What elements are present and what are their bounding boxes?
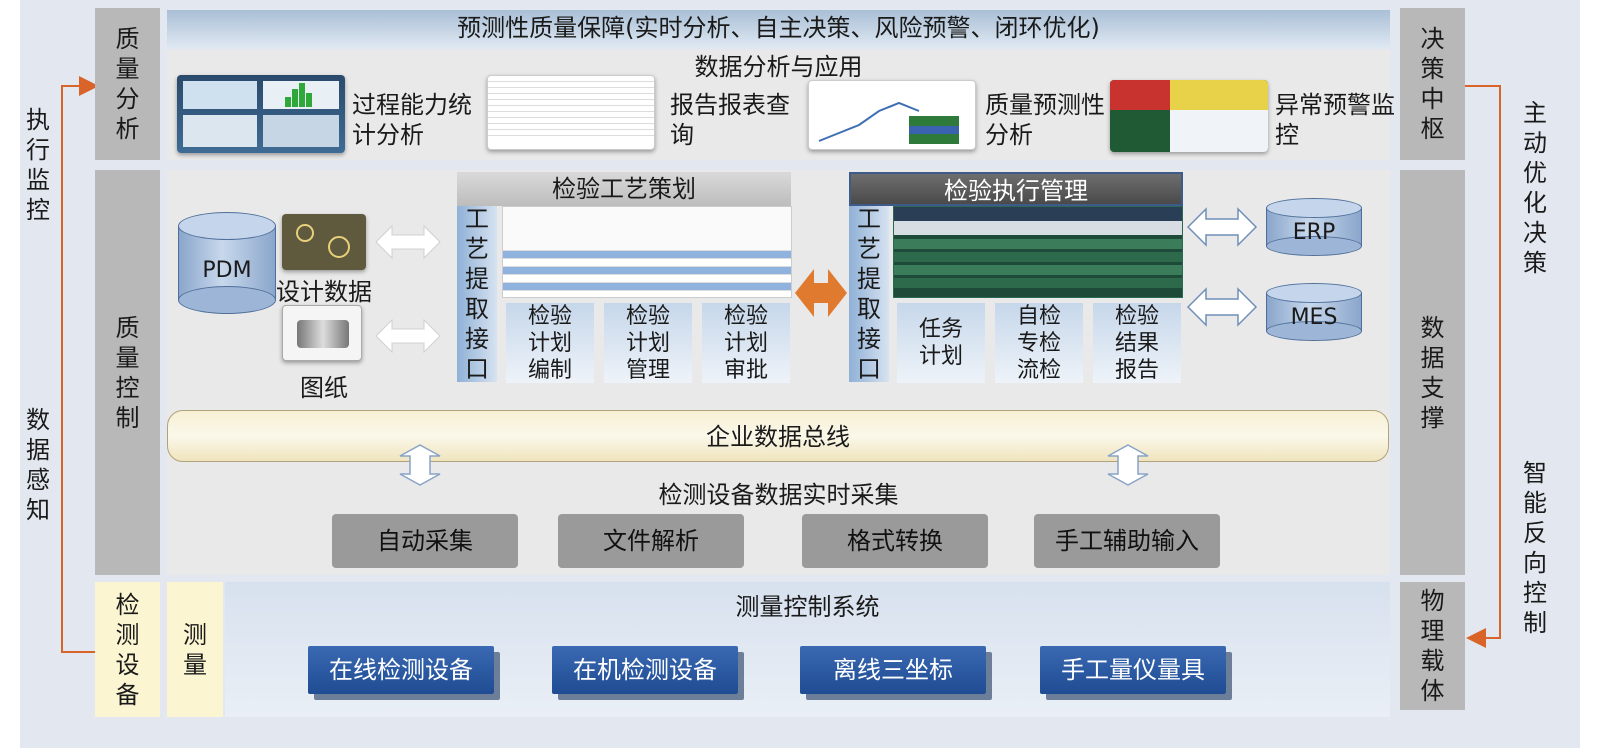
label-quality-predict: 质量预测性分析 — [985, 91, 1105, 149]
col-quality-control: 质量控制 — [95, 170, 160, 575]
predict-mini-chart — [818, 101, 959, 144]
thumb-process-capability — [177, 75, 345, 153]
col-decision-hub-text: 决策中枢 — [1420, 25, 1445, 143]
arrow-exec-mes — [1186, 287, 1258, 327]
planning-title: 检验工艺策划 — [457, 172, 791, 206]
device-manual-gauges: 手工量仪量具 — [1040, 646, 1226, 694]
col-data-support: 数据支撑 — [1400, 170, 1465, 575]
col-measure: 测量 — [167, 582, 223, 717]
task-plan-compile-text: 检验计划编制 — [527, 303, 572, 383]
erp-label: ERP — [1292, 220, 1336, 245]
task-self-inspect-text: 自检专检流检 — [1016, 303, 1061, 383]
label-anomaly-warning: 异常预警监控 — [1275, 91, 1395, 149]
col-measure-text: 测量 — [182, 620, 207, 679]
device-offline-cmm: 离线三坐标 — [800, 646, 986, 694]
thumb-quality-predict — [808, 80, 976, 150]
execution-title: 检验执行管理 — [849, 172, 1183, 206]
col-physical-carrier: 物理载体 — [1400, 582, 1465, 710]
label-active-optimize-text: 主动优化决策 — [1522, 98, 1547, 277]
mes-label: MES — [1290, 305, 1338, 330]
planning-interface-text: 工艺提取接口 — [464, 205, 489, 383]
label-reverse-control-text: 智能反向控制 — [1522, 458, 1547, 637]
thumb-report-query — [487, 75, 655, 150]
task-schedule: 任务计划 — [897, 303, 985, 383]
task-result-report-text: 检验结果报告 — [1114, 303, 1159, 383]
label-exec-monitor-text: 执行监控 — [25, 106, 50, 224]
task-plan-approve: 检验计划审批 — [702, 303, 790, 383]
top-title: 预测性质量保障(实时分析、自主决策、风险预警、闭环优化) — [167, 10, 1390, 48]
pdm-label: PDM — [202, 258, 252, 283]
arrow-design-to-plan — [375, 224, 441, 260]
col-quality-analysis-text: 质量分析 — [115, 25, 140, 143]
label-report-query: 报告报表查询 — [670, 91, 790, 149]
task-plan-compile: 检验计划编制 — [506, 303, 594, 383]
left-loop-line — [61, 76, 99, 653]
label-data-sense: 数据感知 — [18, 400, 58, 530]
col-data-support-text: 数据支撑 — [1420, 313, 1445, 432]
pdm-database: PDM — [178, 212, 276, 314]
acquire-auto: 自动采集 — [332, 514, 518, 568]
task-plan-approve-text: 检验计划审批 — [723, 303, 768, 383]
execution-interface: 工艺提取接口 — [849, 205, 889, 383]
acquisition-title: 检测设备数据实时采集 — [658, 481, 899, 509]
mes-database: MES — [1266, 283, 1362, 343]
task-schedule-text: 任务计划 — [918, 317, 963, 369]
label-data-sense-text: 数据感知 — [25, 406, 50, 524]
arrow-plan-exec — [795, 269, 847, 317]
label-reverse-control: 智能反向控制 — [1515, 455, 1555, 640]
enterprise-data-bus: 企业数据总线 — [167, 410, 1389, 462]
thumb-drawing — [282, 305, 362, 361]
thumb-anomaly-warning — [1110, 80, 1268, 152]
label-process-capability: 过程能力统计分析 — [352, 91, 472, 149]
acquire-format-convert: 格式转换 — [802, 514, 988, 568]
task-plan-manage: 检验计划管理 — [604, 303, 692, 383]
acquire-file-parse: 文件解析 — [558, 514, 744, 568]
thumb-design-data — [282, 214, 366, 270]
label-active-optimize: 主动优化决策 — [1515, 95, 1555, 280]
col-inspection-equipment-text: 检测设备 — [115, 590, 140, 709]
measure-title: 测量控制系统 — [735, 593, 880, 621]
task-result-report: 检验结果报告 — [1093, 303, 1181, 383]
execution-interface-text: 工艺提取接口 — [856, 205, 881, 383]
execution-screenshot — [893, 206, 1183, 298]
col-quality-control-text: 质量控制 — [115, 313, 140, 432]
arrow-bus-acquire-right — [1107, 444, 1149, 486]
arrow-drawing-to-plan — [375, 318, 441, 354]
task-plan-manage-text: 检验计划管理 — [625, 303, 670, 383]
erp-database: ERP — [1266, 198, 1362, 258]
col-decision-hub: 决策中枢 — [1400, 8, 1465, 160]
planning-form-screenshot — [502, 206, 792, 298]
label-drawing: 图纸 — [300, 374, 348, 402]
col-physical-carrier-text: 物理载体 — [1420, 587, 1445, 705]
device-online: 在线检测设备 — [308, 646, 494, 694]
arrow-bus-acquire-left — [399, 444, 441, 486]
planning-interface: 工艺提取接口 — [457, 205, 497, 383]
col-quality-analysis: 质量分析 — [95, 8, 160, 160]
device-on-machine: 在机检测设备 — [552, 646, 738, 694]
arrow-exec-erp — [1186, 207, 1258, 247]
col-inspection-equipment: 检测设备 — [95, 582, 160, 717]
label-exec-monitor: 执行监控 — [18, 100, 58, 230]
label-design-data: 设计数据 — [276, 278, 372, 306]
task-self-inspect: 自检专检流检 — [995, 303, 1083, 383]
analysis-title: 数据分析与应用 — [694, 53, 863, 81]
acquire-manual-input: 手工辅助输入 — [1034, 514, 1220, 568]
